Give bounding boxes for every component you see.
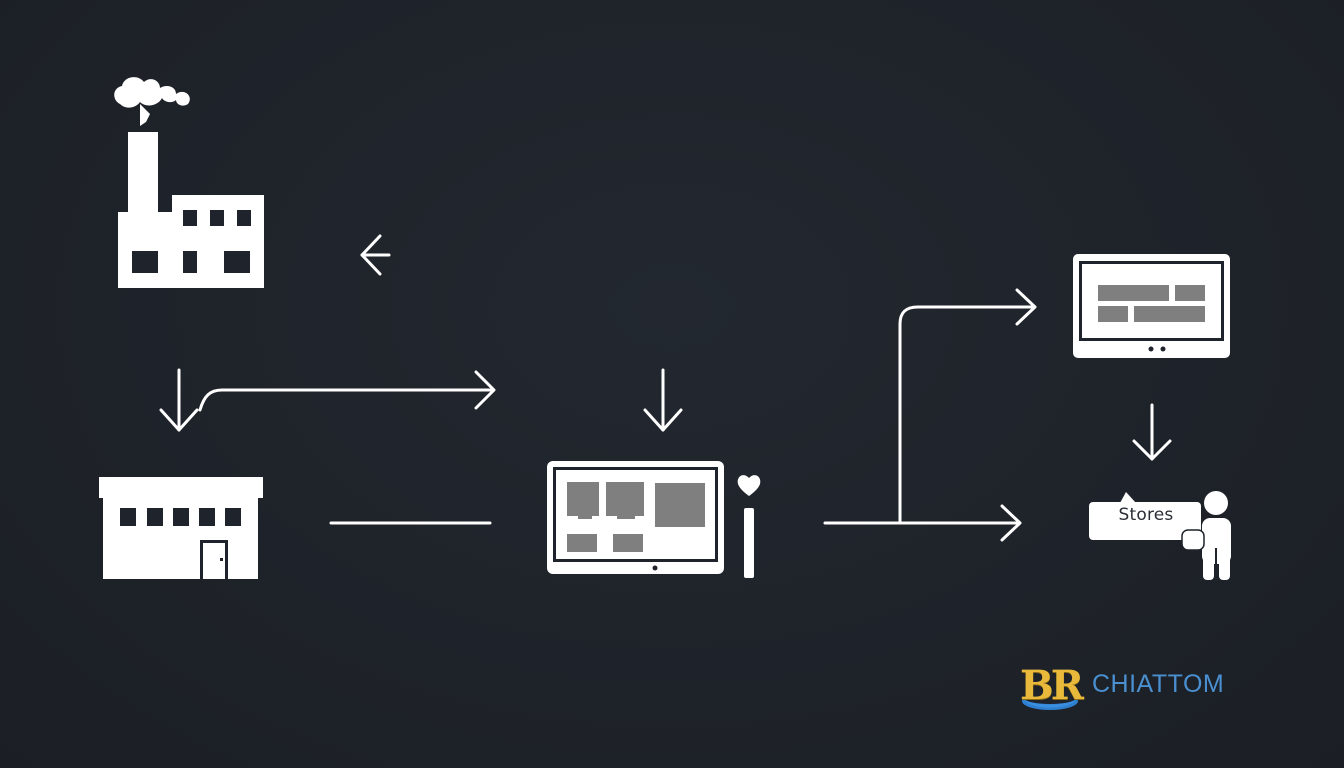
connector-arrow-to-distribution [198, 370, 496, 412]
stores-sign [1089, 492, 1201, 540]
arrow-left-icon [360, 234, 391, 276]
person-icon [1181, 491, 1231, 580]
tablet-down-arrow [1132, 403, 1172, 461]
branch-connector-arrows [823, 288, 1037, 542]
stores-label: Stores [1118, 505, 1174, 525]
distribution-down-arrow [643, 368, 683, 432]
brand-logo: BR CHIATTOM [1018, 654, 1224, 714]
brand-mark-icon: BR [1018, 654, 1088, 714]
factory-icon [114, 77, 264, 288]
person-pin-icon [737, 475, 761, 578]
warehouse-icon [99, 477, 263, 579]
brand-name: CHIATTOM [1092, 669, 1225, 698]
factory-down-arrow [159, 368, 199, 432]
brand-letters: BR [1020, 662, 1084, 709]
tablet-icon [1073, 254, 1230, 358]
monitor-dashboard-icon [547, 461, 724, 574]
